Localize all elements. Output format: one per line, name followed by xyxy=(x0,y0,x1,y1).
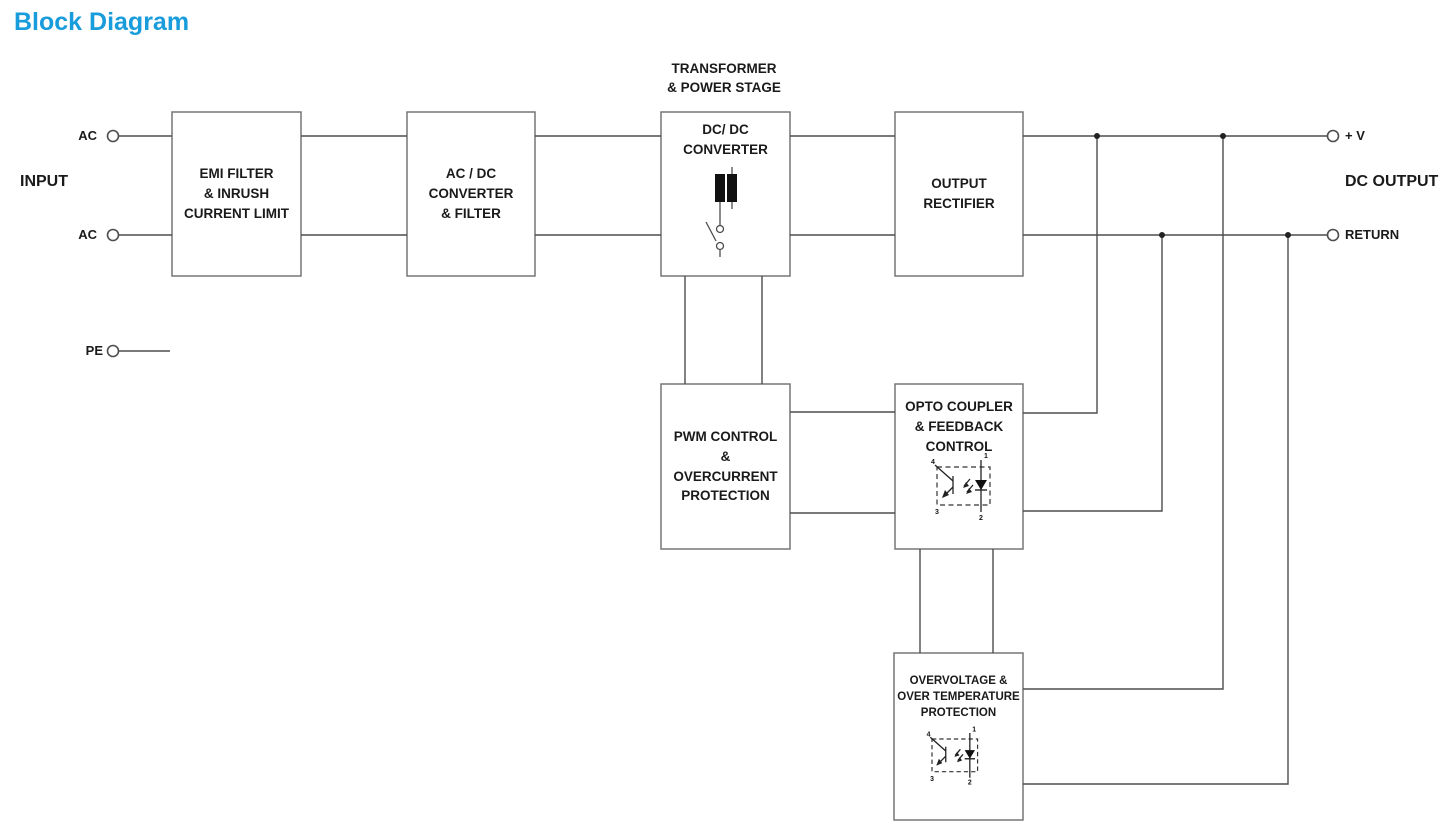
light-arrowhead xyxy=(956,757,963,763)
led-triangle xyxy=(975,480,987,490)
block-dcdc-label: DC/ DC CONVERTER xyxy=(683,122,768,157)
terminal-return-circle xyxy=(1326,228,1340,242)
opto-pin-label: 3 xyxy=(935,509,939,516)
block-rectifier-label: OUTPUT RECTIFIER xyxy=(923,176,995,211)
junction-dot xyxy=(1220,133,1226,139)
junction-dot xyxy=(1285,232,1291,238)
phototransistor-emitter xyxy=(936,755,947,766)
emitter-arrowhead xyxy=(942,490,949,498)
terminal-ac-bottom-circle xyxy=(106,228,120,242)
wire xyxy=(1023,136,1098,414)
switch-contact xyxy=(715,224,725,234)
light-arrowhead xyxy=(954,751,960,758)
opto-pin-label: 3 xyxy=(930,776,934,783)
light-arrow xyxy=(966,484,974,493)
transformer-icon xyxy=(715,167,737,225)
terminal-ac-top-label: AC xyxy=(78,128,97,143)
transformer-winding xyxy=(727,174,737,202)
dc-output-label: DC OUTPUT xyxy=(1345,173,1439,190)
light-arrowhead xyxy=(966,488,972,494)
block-acdc-label: AC / DC CONVERTER & FILTER xyxy=(428,166,514,221)
junction-dot xyxy=(1159,232,1165,238)
wire xyxy=(1023,235,1289,785)
opto-pin-label: 2 xyxy=(968,780,972,787)
junction-dot xyxy=(1094,133,1100,139)
transformer-winding xyxy=(715,174,725,202)
input-label: INPUT xyxy=(20,173,68,190)
opto-pin-label: 4 xyxy=(931,459,935,466)
terminal-pe-circle xyxy=(106,344,120,358)
led-triangle xyxy=(964,750,975,759)
opto-pin-label: 1 xyxy=(972,726,976,733)
phototransistor-emitter xyxy=(942,486,954,498)
switch-contact xyxy=(715,241,725,251)
light-arrow xyxy=(957,754,964,761)
junction-dots xyxy=(1094,133,1291,238)
opto-pin-label: 2 xyxy=(979,515,983,522)
wire xyxy=(1023,136,1224,690)
terminal-plus-v-circle xyxy=(1326,129,1340,143)
block-emi-label: EMI FILTER & INRUSH CURRENT LIMIT xyxy=(184,166,289,221)
block-ovp-label: OVERVOLTAGE & OVER TEMPERATURE PROTECTIO… xyxy=(897,675,1020,719)
switch-blade xyxy=(705,221,717,242)
switch-icon xyxy=(705,221,725,257)
terminal-pe-label: PE xyxy=(85,343,103,358)
light-arrow xyxy=(963,478,971,487)
phototransistor-collector xyxy=(934,464,954,482)
optocoupler-body xyxy=(931,738,979,773)
stage-header: TRANSFORMER & POWER STAGE xyxy=(667,61,781,96)
block-pwm-label: PWM CONTROL & OVERCURRENT PROTECTION xyxy=(673,428,778,504)
terminal-return-label: RETURN xyxy=(1345,227,1400,242)
terminal-ac-bottom-label: AC xyxy=(78,227,97,242)
terminal-ac-top-circle xyxy=(106,129,120,143)
emitter-arrowhead xyxy=(936,758,943,766)
optocoupler-icon: 4 1 3 2 xyxy=(931,453,991,522)
terminal-plus-v-label: + V xyxy=(1345,128,1365,143)
opto-pin-label: 4 xyxy=(927,731,931,738)
page-title: Block Diagram xyxy=(14,8,190,36)
wire xyxy=(1023,235,1163,512)
light-arrowhead xyxy=(963,482,969,488)
phototransistor-collector xyxy=(929,736,947,752)
optocoupler-body xyxy=(936,466,991,506)
light-arrow xyxy=(954,748,961,756)
block-opto-label: OPTO COUPLER & FEEDBACK CONTROL xyxy=(905,399,1013,454)
optocoupler-icon: 4 1 3 2 xyxy=(927,726,979,787)
